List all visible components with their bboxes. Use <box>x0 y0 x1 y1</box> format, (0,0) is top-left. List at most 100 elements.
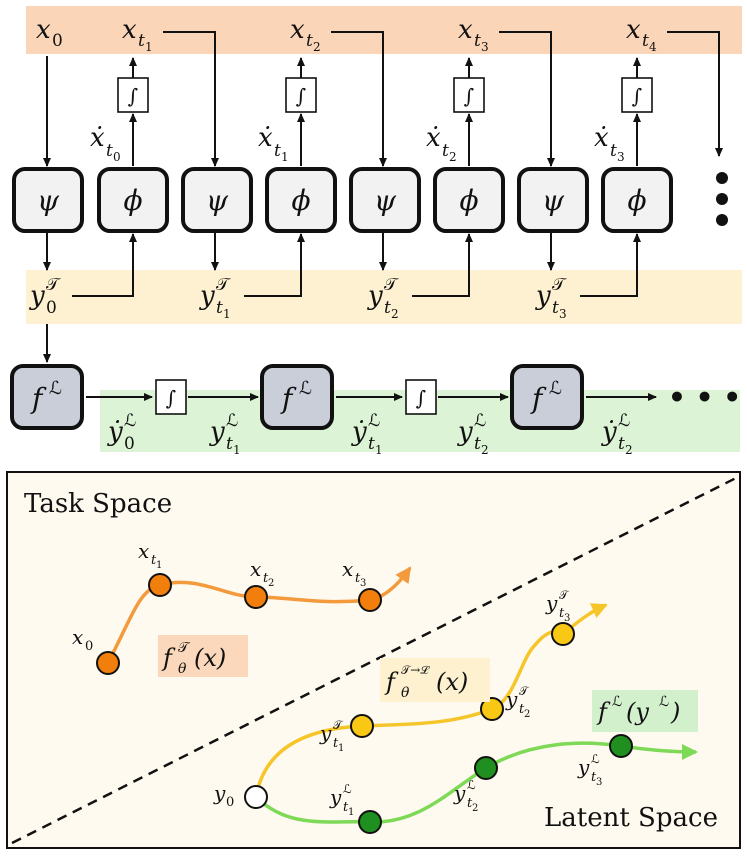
svg-text:θ: θ <box>178 661 187 677</box>
svg-text:t: t <box>368 434 375 454</box>
svg-text:t: t <box>384 298 391 318</box>
svg-text:t: t <box>216 298 223 318</box>
task-point-3 <box>358 588 382 612</box>
svg-text:θ: θ <box>401 685 410 701</box>
svg-text:∫: ∫ <box>128 84 138 108</box>
svg-text:ẋ: ẋ <box>258 123 273 153</box>
svg-text:𝒯: 𝒯 <box>46 275 61 295</box>
task-space-label: Task Space <box>24 489 172 519</box>
svg-text:t: t <box>474 31 481 51</box>
svg-text:x: x <box>290 15 305 45</box>
svg-text:1: 1 <box>156 560 162 571</box>
svg-text:ϕ: ϕ <box>459 184 478 217</box>
svg-text:ẋ: ẋ <box>426 123 441 153</box>
arrow-x2-psi <box>331 31 387 167</box>
svg-text:t: t <box>559 606 565 621</box>
arrow-x4-next <box>667 31 723 157</box>
svg-text:ϕ: ϕ <box>291 184 310 217</box>
svg-text:2: 2 <box>449 150 457 164</box>
svg-text:3: 3 <box>564 613 570 624</box>
svg-text:y: y <box>29 281 45 311</box>
svg-text:ẋ: ẋ <box>594 123 609 153</box>
latent-space-label: Latent Space <box>544 803 718 833</box>
integrator-top-4: ∫ <box>621 77 653 113</box>
svg-text:0: 0 <box>226 795 234 810</box>
yT-point-3 <box>551 622 575 646</box>
latent-fn-highlight <box>592 690 698 732</box>
svg-text:(x): (x) <box>194 644 226 672</box>
svg-text:∫: ∫ <box>632 84 642 108</box>
svg-text:(x): (x) <box>436 668 468 696</box>
svg-text:ψ: ψ <box>374 184 397 217</box>
svg-text:ẋ: ẋ <box>90 123 105 153</box>
svg-text:t: t <box>106 141 113 161</box>
svg-text:0: 0 <box>124 434 135 454</box>
arrow-y0-phi <box>72 233 137 297</box>
yT-point-2 <box>480 697 504 721</box>
svg-text:t: t <box>610 141 617 161</box>
svg-text:t: t <box>618 434 625 454</box>
arrow-x1-psi <box>163 31 219 167</box>
svg-text:t: t <box>474 434 481 454</box>
svg-text:0: 0 <box>46 298 57 318</box>
phi-block-0: ϕ <box>97 167 169 233</box>
svg-text:y: y <box>505 687 518 711</box>
svg-text:ϕ: ϕ <box>627 184 646 217</box>
svg-text:t: t <box>355 571 361 586</box>
svg-text:ℒ: ℒ <box>591 752 600 766</box>
svg-text:y: y <box>367 281 383 311</box>
svg-text:∫: ∫ <box>464 84 474 108</box>
task-fn-highlight <box>158 635 248 677</box>
integrator-top-3: ∫ <box>453 77 485 113</box>
svg-text:t: t <box>333 736 339 751</box>
latent-origin-point <box>244 785 268 809</box>
svg-text:∫: ∫ <box>166 386 176 410</box>
svg-text:y: y <box>545 591 558 615</box>
svg-text:ℒ: ℒ <box>299 378 312 399</box>
vertical-ellipsis <box>716 172 728 226</box>
svg-text:1: 1 <box>233 443 241 457</box>
svg-text:x: x <box>122 15 137 45</box>
arrow-x3-psi <box>499 31 555 167</box>
svg-text:𝒯: 𝒯 <box>519 684 530 698</box>
svg-text:x: x <box>458 15 473 45</box>
svg-text:∫: ∫ <box>296 84 306 108</box>
svg-text:ℒ: ℒ <box>49 378 62 399</box>
svg-text:t: t <box>151 553 157 568</box>
svg-text:1: 1 <box>375 443 383 457</box>
svg-text:3: 3 <box>596 777 602 788</box>
svg-text:ẏ: ẏ <box>107 417 123 447</box>
svg-text:(y: (y <box>626 698 649 726</box>
svg-text:ℒ: ℒ <box>474 411 486 431</box>
svg-text:y: y <box>213 781 226 805</box>
svg-text:ℒ: ℒ <box>368 411 380 431</box>
yL-point-3 <box>609 734 633 758</box>
psi-block-3: ψ <box>517 167 589 233</box>
svg-text:2: 2 <box>481 443 489 457</box>
svg-text:t: t <box>274 141 281 161</box>
svg-text:𝒯→ℒ: 𝒯→ℒ <box>401 663 430 677</box>
svg-text:t: t <box>263 571 269 586</box>
svg-text:ϕ: ϕ <box>123 184 142 217</box>
arrow-y1-phi <box>244 233 305 297</box>
svg-text:4: 4 <box>649 40 657 54</box>
